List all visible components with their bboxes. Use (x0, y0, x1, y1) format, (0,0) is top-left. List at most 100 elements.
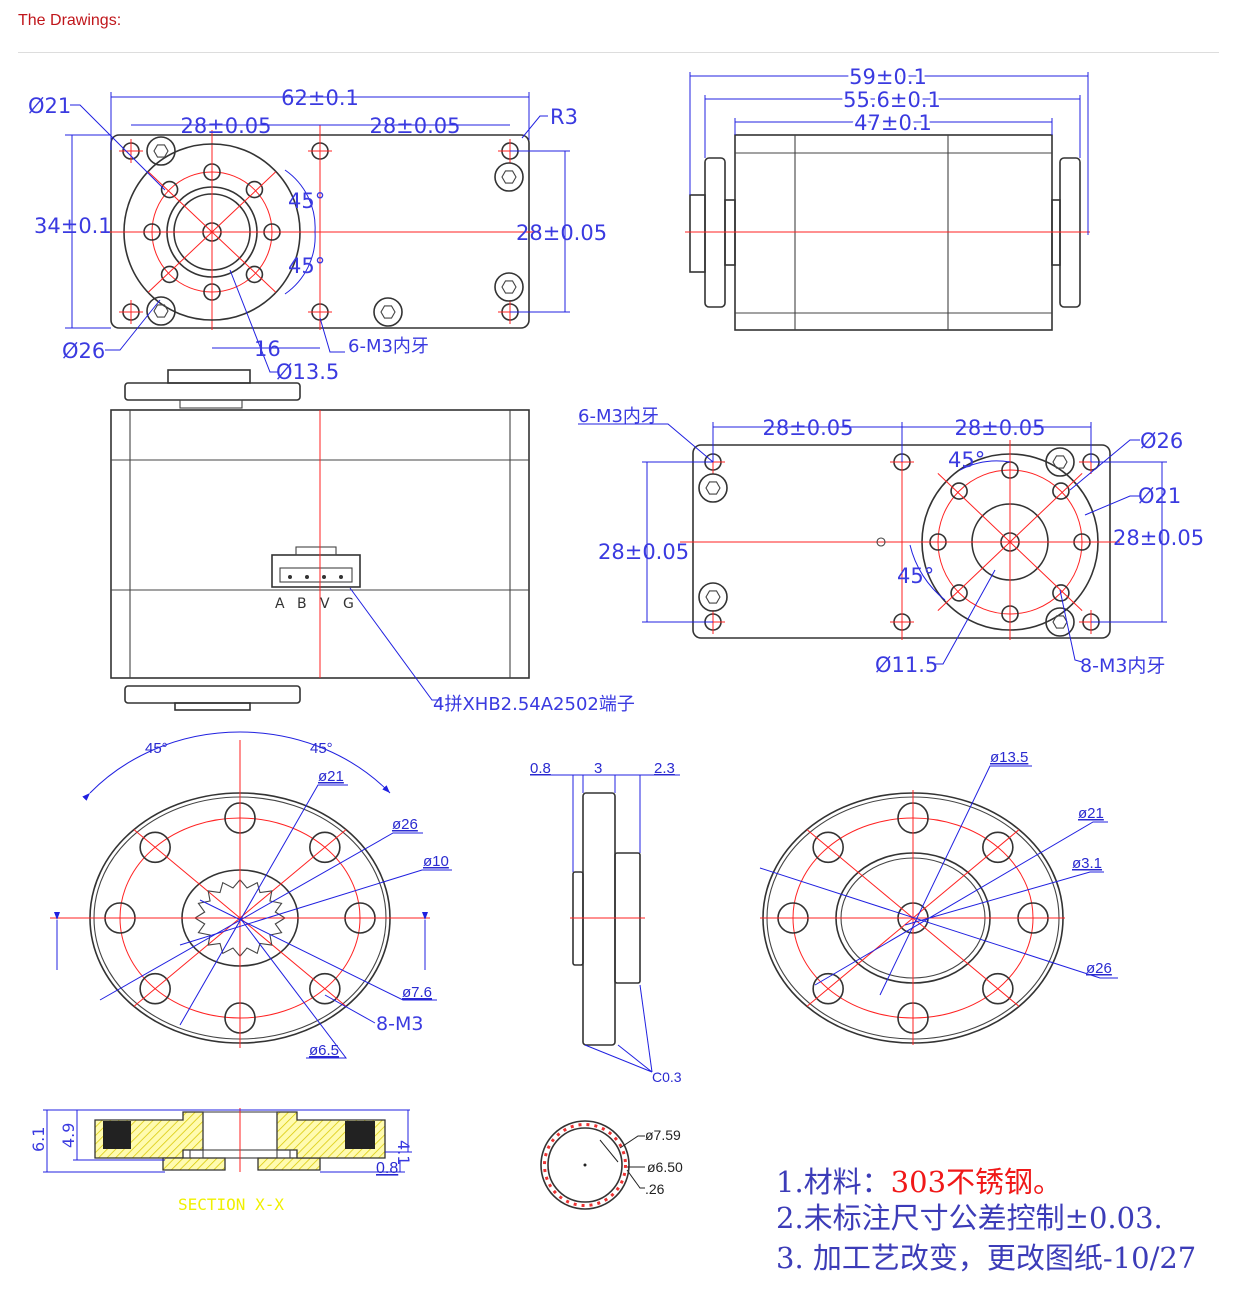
dim-overall-length: 62±0.1 (281, 86, 359, 110)
bolt-hole (1052, 482, 1070, 500)
side-view: 59±0.1 55.6±0.1 47±0.1 (685, 62, 1090, 331)
dim-dia-7-6: ø7.6 (402, 984, 432, 1001)
screw-head-icon (146, 136, 176, 166)
dim-0-8: 0.8 (530, 760, 551, 777)
centerline (937, 473, 1011, 543)
dim-dia-13-5: Ø13.5 (276, 360, 339, 384)
front-view: A B V G 4拼XHB2.54A2502端子 (110, 369, 635, 715)
dim-angle-2: 45° (288, 254, 325, 278)
dim-3: 3 (594, 760, 602, 777)
bolt-hole (982, 831, 1014, 864)
centerline (239, 829, 347, 919)
centerline (912, 917, 1020, 1007)
dim-dia-6-5: ø6.5 (309, 1042, 339, 1059)
section-view: 6.1 4.9 4.1 0.8 SECTION X-X (29, 1108, 413, 1214)
dim-dia-21: Ø21 (1138, 484, 1181, 508)
dim-4-9: 4.9 (59, 1123, 78, 1148)
dim-dia-13-5: ø13.5 (990, 749, 1028, 766)
centerline (806, 829, 914, 919)
spline-detail: ø7.59 ø6.50 .26 (540, 1120, 683, 1210)
bolt-hole (950, 482, 968, 500)
pin-g: G (343, 596, 354, 612)
centerline (211, 231, 276, 293)
dim-spacing-right: 28±0.05 (954, 416, 1045, 440)
dim-26: .26 (645, 1181, 665, 1197)
centerline (133, 829, 241, 919)
dim-angle-1: 45° (948, 448, 985, 472)
dim-4-1: 4.1 (394, 1140, 413, 1165)
dim-angle-1: 45° (288, 189, 325, 213)
hex-socket-icon (501, 280, 517, 294)
dim-dia-21: ø21 (318, 768, 344, 785)
dim-dia-3-1: ø3.1 (1072, 855, 1102, 872)
bolt-hole (139, 831, 171, 864)
bolt-hole (245, 180, 264, 199)
pin-b: B (297, 596, 307, 612)
dim-dia-6-50: ø6.50 (647, 1159, 683, 1175)
dim-dia-26: ø26 (392, 816, 418, 833)
bolt-hole (812, 831, 844, 864)
dim-6-1: 6.1 (29, 1127, 48, 1152)
bolt-hole (309, 972, 341, 1005)
dim-59: 59±0.1 (849, 65, 927, 89)
flange-side-view: 0.8 3 2.3 C0.3 (530, 760, 682, 1085)
chamfer-label: C0.3 (652, 1069, 682, 1085)
hex-socket-icon (705, 590, 721, 604)
divider (18, 52, 1219, 53)
dim-hole-spacing-right: 28±0.05 (369, 114, 460, 138)
note-3: 3. 加工艺改变，更改图纸-10/27 (776, 1241, 1196, 1275)
dim-dia-10: ø10 (423, 853, 449, 870)
dim-dia-21: ø21 (1078, 805, 1104, 822)
dim-2-3: 2.3 (654, 760, 675, 777)
thread-label: 8-M3 (376, 1013, 423, 1035)
hex-socket-icon (153, 304, 169, 318)
dim-16: 16 (254, 337, 281, 361)
section-label: SECTION X-X (178, 1195, 284, 1214)
centerline (148, 231, 213, 293)
note-1-material: 303不锈钢。 (891, 1165, 1062, 1199)
note-1: 1.材料：303不锈钢。 (776, 1165, 1062, 1199)
centerline (806, 917, 914, 1007)
dim-hole-spacing-left: 28±0.05 (180, 114, 271, 138)
screw-head-icon (698, 582, 728, 612)
screw-head-icon (698, 473, 728, 503)
hex-socket-icon (380, 305, 396, 319)
hex-socket-icon (153, 144, 169, 158)
centerline (1009, 473, 1083, 543)
thread-label: 6-M3内牙 (348, 336, 429, 357)
pin-a: A (275, 596, 285, 612)
note-2: 2.未标注尺寸公差控制±0.03. (776, 1201, 1163, 1235)
thread-label: 6-M3内牙 (578, 406, 659, 427)
dim-spacing-left: 28±0.05 (762, 416, 853, 440)
dim-0-8: 0.8 (376, 1160, 398, 1177)
dim-angle-2: 45° (897, 564, 934, 588)
dim-dia-11-5: Ø11.5 (875, 653, 938, 677)
screw-head-icon (373, 297, 403, 327)
angle-2: 45° (310, 740, 333, 757)
notes: 1.材料：303不锈钢。 2.未标注尺寸公差控制±0.03. 3. 加工艺改变，… (776, 1165, 1196, 1275)
flange-front-view: 45° 45° ø21 ø26 ø10 ø7.6 8-M3 ø6.5 (50, 731, 452, 1059)
thread-8-label: 8-M3内牙 (1080, 655, 1165, 677)
section-title: The Drawings: (18, 12, 122, 29)
angle-1: 45° (145, 740, 168, 757)
dim-47: 47±0.1 (854, 111, 932, 135)
centerline (211, 171, 276, 233)
bolt-hole (160, 265, 179, 284)
dim-vertical-right: 28±0.05 (1113, 526, 1204, 550)
bolt-hole (982, 972, 1014, 1005)
dim-55-6: 55.6±0.1 (843, 88, 941, 112)
hex-socket-icon (1052, 455, 1068, 469)
centerline (1009, 541, 1083, 611)
centerline (239, 917, 347, 1007)
dim-vertical-spacing: 28±0.05 (516, 221, 607, 245)
bolt-hole (812, 972, 844, 1005)
hex-socket-icon (705, 481, 721, 495)
screw-head-icon (494, 272, 524, 302)
hex-socket-icon (501, 170, 517, 184)
bolt-hole (139, 972, 171, 1005)
centerline (937, 541, 1011, 611)
bolt-hole (160, 180, 179, 199)
top-view: 62±0.1 28±0.05 28±0.05 34±0.1 28±0.05 R3… (28, 86, 607, 384)
bottom-view: 6-M3内牙 28±0.05 28±0.05 28±0.05 28±0.05 Ø… (578, 406, 1204, 677)
dim-dia-26: Ø26 (62, 339, 105, 363)
